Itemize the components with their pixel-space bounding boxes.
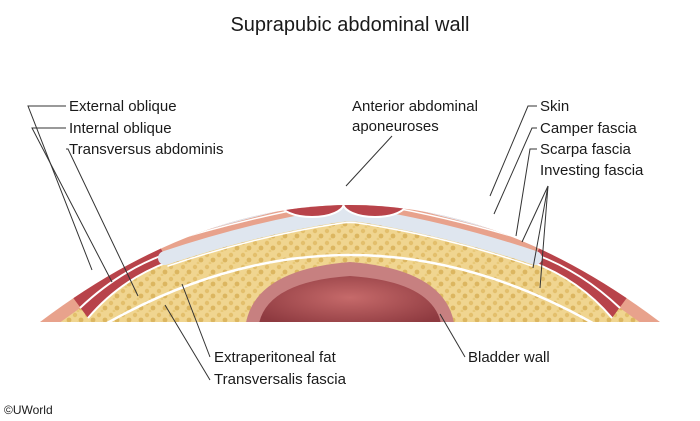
label-skin: Skin	[540, 98, 570, 115]
transversalis-fascia-line	[94, 253, 606, 322]
diagram-title: Suprapubic abdominal wall	[230, 14, 470, 36]
label-camper-fascia: Camper fascia	[540, 120, 637, 137]
label-transversalis-fascia: Transversalis fascia	[214, 371, 346, 388]
leader-lines	[27, 105, 549, 381]
label-bladder-wall: Bladder wall	[468, 349, 550, 366]
label-internal-oblique: Internal oblique	[69, 120, 172, 137]
label-extraperitoneal-fat: Extraperitoneal fat	[214, 349, 336, 366]
label-anterior-abdominal: Anterior abdominal	[352, 98, 478, 115]
label-external-oblique: External oblique	[69, 98, 177, 115]
label-aponeuroses: aponeuroses	[352, 118, 439, 135]
left-rectus-muscle	[279, 205, 345, 218]
right-rectus-muscle	[342, 205, 408, 218]
copyright-notice: ©UWorld	[4, 403, 53, 417]
label-scarpa-fascia: Scarpa fascia	[540, 141, 631, 158]
label-transversus-abdominis: Transversus abdominis	[69, 141, 224, 158]
bladder-wall	[258, 276, 442, 322]
label-investing-fascia: Investing fascia	[540, 162, 644, 179]
